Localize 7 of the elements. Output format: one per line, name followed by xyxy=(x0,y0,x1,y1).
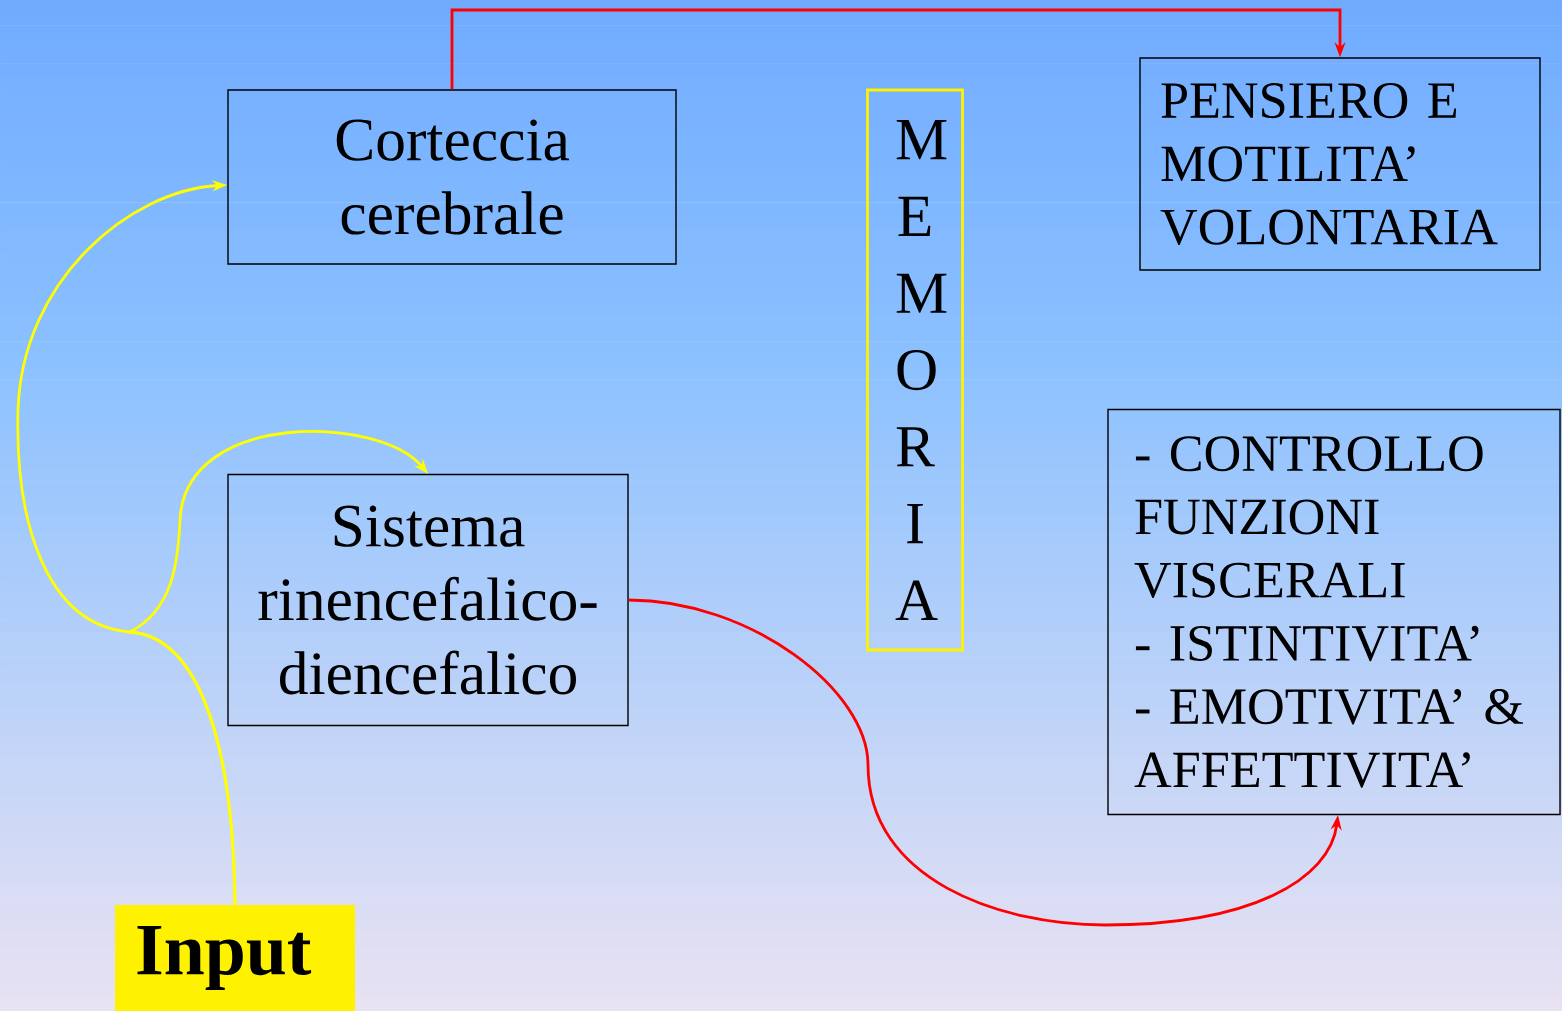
process-box: Corteccia cerebrale xyxy=(227,89,677,265)
process-box: Sistema rinencefalico-diencefalico xyxy=(227,473,629,727)
arrow xyxy=(450,8,1346,90)
input-box: Input xyxy=(115,905,355,1011)
memory-box: M E M O R I A xyxy=(866,88,964,652)
process-box: PENSIERO E MOTILITA’ VOLONTARIA xyxy=(1139,57,1541,271)
process-box: - CONTROLLO FUNZIONI VISCERALI - ISTINTIVITA’ - EMOTIVITA’ & AFFETTIVITA’ xyxy=(1107,408,1561,816)
